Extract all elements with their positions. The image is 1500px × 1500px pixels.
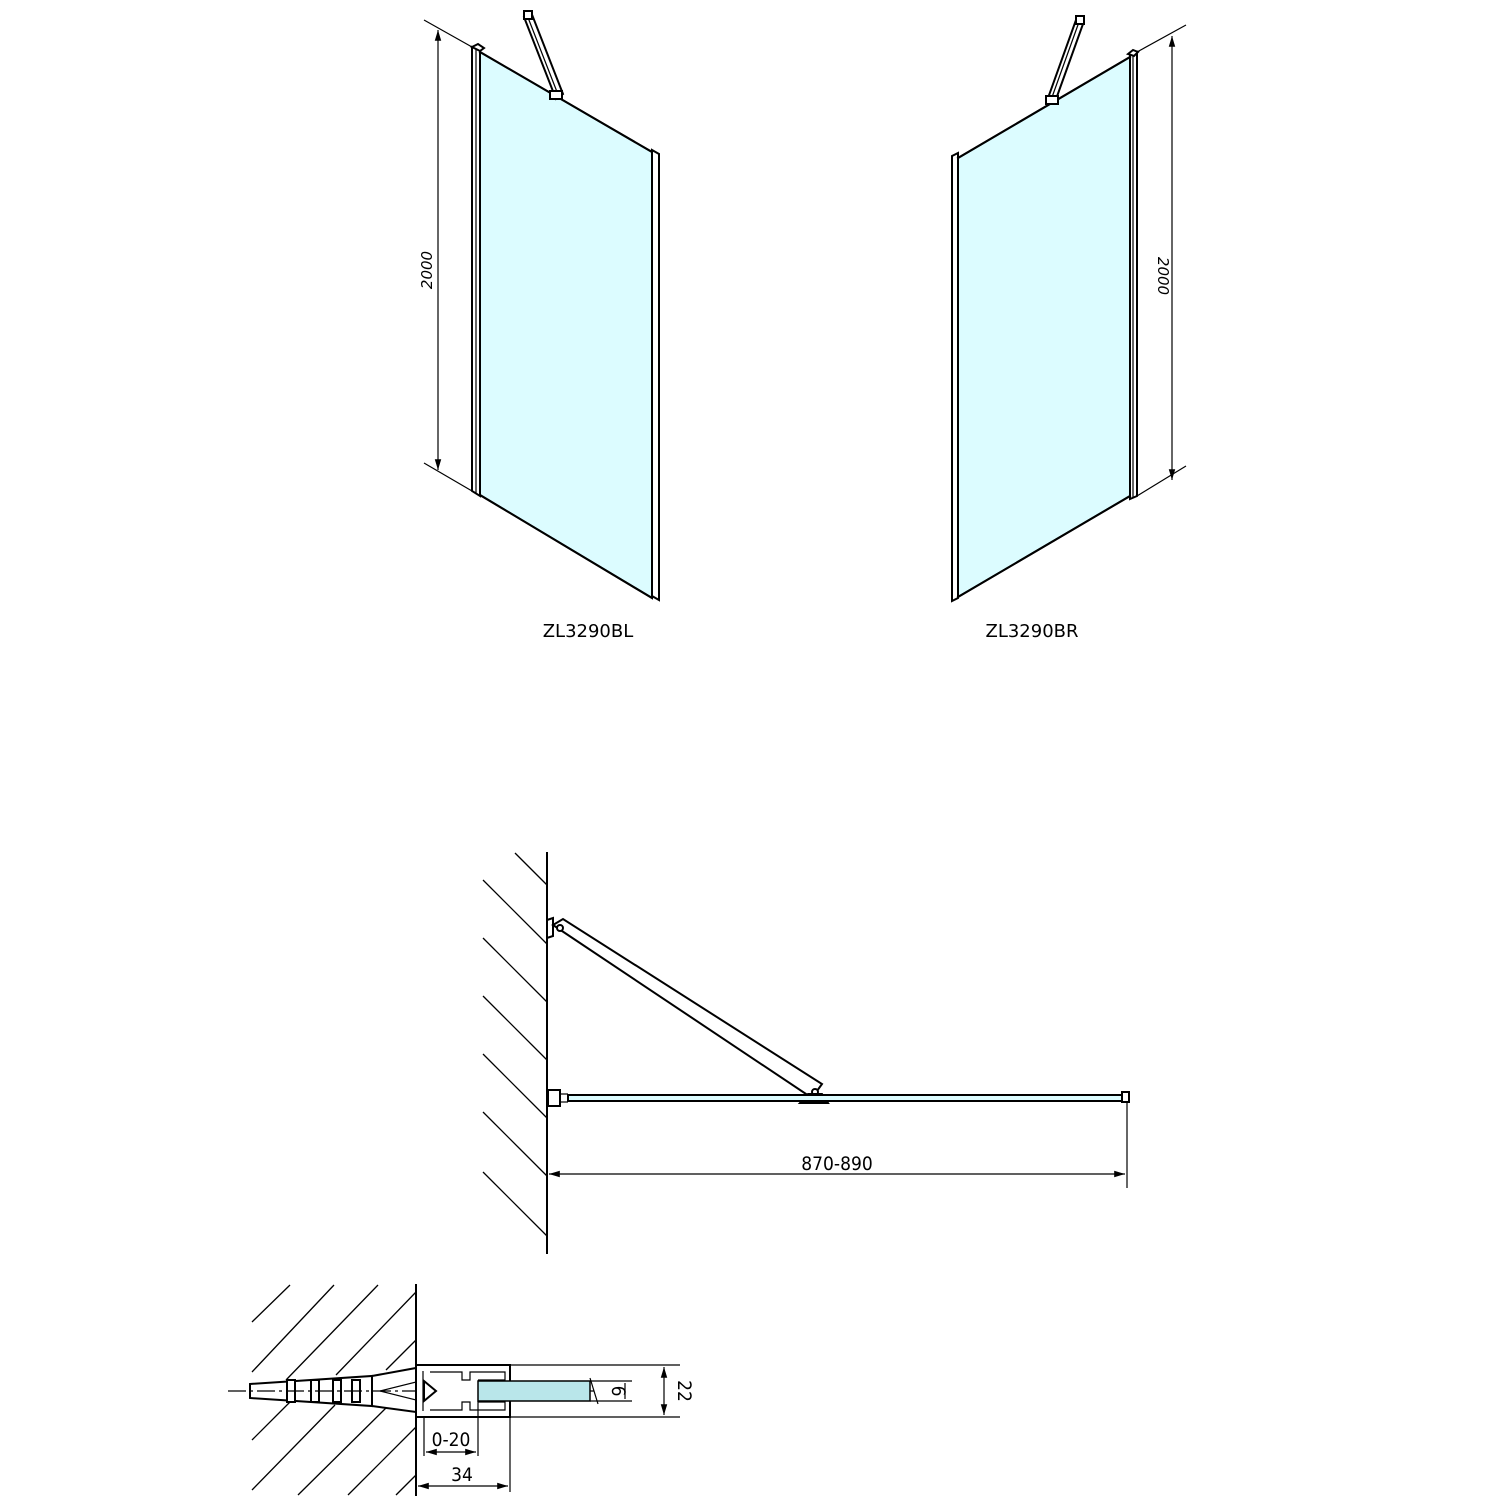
left-model-label: ZL3290BL — [543, 621, 634, 642]
adjust-label: 0-20 — [432, 1429, 471, 1451]
right-height-label: 2000 — [1154, 257, 1172, 295]
profile-width-dimension: 34 — [418, 1417, 511, 1492]
left-height-label: 2000 — [418, 251, 436, 289]
glass-thickness-dimension: 6 — [590, 1380, 632, 1402]
right-edge-profile — [951, 151, 959, 603]
profile-depth-dimension: 22 — [510, 1364, 695, 1418]
left-height-dimension: 2000 — [418, 19, 473, 492]
plan-width-label: 870-890 — [801, 1153, 872, 1175]
right-support-arm — [1045, 15, 1085, 105]
left-panel-view: 2000 ZL3290BL — [418, 10, 660, 642]
profile-width-label: 34 — [451, 1464, 473, 1486]
detail-wall-hatching — [251, 1284, 417, 1496]
plan-glass — [567, 1094, 1123, 1102]
detail-glass — [477, 1380, 591, 1402]
plan-width-dimension: 870-890 — [549, 1102, 1128, 1188]
plan-support-arm — [551, 917, 830, 1104]
profile-detail: 6 22 0-20 34 — [228, 1284, 695, 1496]
left-glass-pane — [479, 50, 653, 600]
plan-wall-hatching — [482, 852, 548, 1237]
profile-depth-label: 22 — [673, 1380, 695, 1402]
left-support-arm — [522, 10, 565, 101]
right-panel-view: 2000 ZL3290BR — [951, 15, 1187, 642]
right-model-label: ZL3290BR — [985, 621, 1078, 642]
wall-anchor — [249, 1366, 417, 1414]
glass-thickness-label: 6 — [607, 1386, 629, 1397]
plan-view: 870-890 — [482, 852, 1130, 1254]
adjust-dimension: 0-20 — [423, 1401, 479, 1456]
right-height-dimension: 2000 — [1136, 24, 1187, 497]
left-edge-profile — [651, 148, 660, 602]
right-glass-pane — [957, 55, 1131, 599]
